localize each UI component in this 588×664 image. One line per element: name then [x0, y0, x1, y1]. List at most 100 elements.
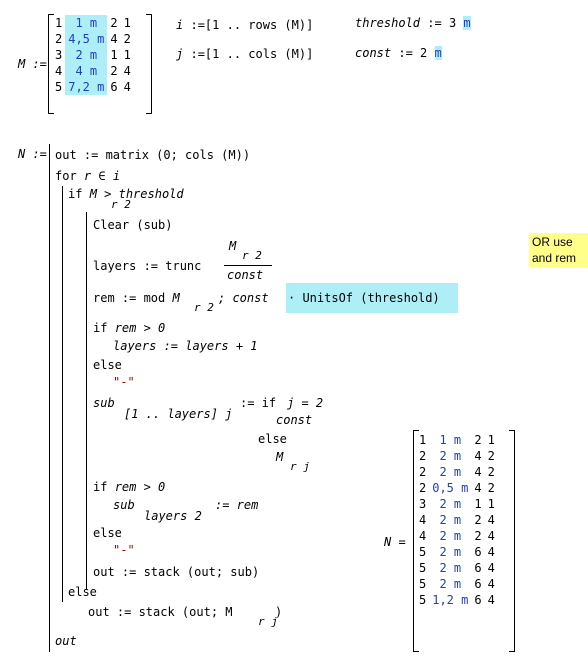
matrix-cell: 4 [487, 561, 495, 575]
else-m-subscript: r j [290, 460, 310, 473]
matrix-cell: 6 [474, 545, 482, 559]
fraction-bar [224, 265, 272, 266]
matrix-cell: 2 [487, 465, 495, 479]
rem-mod-lhs: rem := mod [93, 291, 166, 305]
line-if-rem[interactable]: if rem > 0 [93, 321, 165, 335]
for-bar [62, 186, 63, 602]
note-callout: OR use and rem [529, 233, 588, 267]
matrix-cell: 4 [419, 513, 427, 527]
matrix-cell: 2 m [439, 449, 462, 463]
matrix-cell: 4 [474, 449, 482, 463]
line-layers-increment[interactable]: layers := layers + 1 [113, 339, 258, 353]
def-j[interactable]: j :=[1 .. cols (M)] [176, 47, 313, 61]
line-else-1[interactable]: else [93, 358, 122, 372]
matrix-cell: 2 [474, 513, 482, 527]
for-keyword: for [55, 169, 77, 183]
matrix-cell: 2 m [439, 529, 462, 543]
line-dash-2[interactable]: "-" [113, 543, 135, 557]
def-j-range: [1 .. cols (M)] [204, 47, 314, 61]
line-out-return[interactable]: out [55, 634, 77, 648]
line-else-2[interactable]: else [258, 432, 287, 446]
matrix-cell: 2 [487, 449, 495, 463]
matrix-cell: 7,2 m [65, 79, 108, 95]
def-const-name: const [355, 46, 392, 60]
matrix-cell: 4 [110, 32, 118, 46]
sub-assign-sub[interactable]: sub [93, 396, 115, 410]
line-if-rem-2[interactable]: if rem > 0 [93, 480, 165, 494]
matrix-cell: 4 [474, 465, 482, 479]
matrix-cell: 5 [419, 561, 427, 575]
line-for[interactable]: for r ∈ i [55, 169, 120, 183]
sub-rem-sub[interactable]: sub [113, 498, 135, 512]
line-out-init[interactable]: out := matrix (0; cols (M)) [55, 148, 251, 162]
def-threshold-name: threshold [355, 16, 421, 30]
matrix-cell: 2 m [439, 577, 462, 591]
note-line-1: OR use [532, 235, 573, 249]
if-m-subscript: r 2 [111, 198, 131, 211]
matrix-cell: 6 [474, 561, 482, 575]
else-m: M [276, 450, 284, 464]
units-of-threshold[interactable]: · UnitsOf (threshold) [286, 283, 458, 313]
rem-mod-m: M [172, 291, 180, 305]
line-out-stack-sub[interactable]: out := stack (out; sub) [93, 565, 260, 579]
matrix-cell: 3 [419, 497, 427, 511]
def-i-assign: := [190, 18, 205, 32]
matrix-n-label: N = [384, 535, 406, 549]
matrix-cell: 2 [110, 16, 118, 30]
matrix-cell: 1 [487, 433, 495, 447]
matrix-cell: 2 m [439, 561, 462, 575]
matrix-cell: 4 [419, 529, 427, 543]
line-out-stack-m[interactable]: out := stack (out; M [88, 605, 233, 619]
matrix-cell: 1 m [65, 15, 108, 31]
matrix-cell: 5 [419, 577, 427, 591]
matrix-m-right-bracket [146, 14, 152, 114]
matrix-cell: 4 [487, 513, 495, 527]
line-clear[interactable]: Clear (sub) [93, 218, 173, 232]
if-rem-condition: rem > 0 [114, 321, 166, 335]
line-else-3[interactable]: else [93, 526, 122, 540]
matrix-cell: 4 [487, 593, 495, 607]
matrix-cell: 4 [123, 80, 131, 94]
def-i[interactable]: i :=[1 .. rows (M)] [176, 18, 313, 32]
matrix-cell: 5 [419, 593, 427, 607]
out-stack-m-subscript: r j [258, 615, 278, 628]
matrix-m-label: M := [18, 57, 47, 71]
line-layers-trunc[interactable]: layers := trunc [93, 259, 202, 273]
matrix-cell: 0,5 m [432, 481, 469, 495]
def-i-lhs: i [176, 18, 184, 32]
if-bar [86, 212, 87, 590]
def-j-lhs: j [176, 47, 184, 61]
def-const-assign: := [398, 46, 413, 60]
line-else-4[interactable]: else [68, 585, 97, 599]
trunc-numerator: M [229, 239, 237, 253]
line-rem-mod[interactable]: rem := mod M [93, 291, 180, 305]
matrix-cell: 1 [419, 433, 427, 447]
note-line-2: and rem [532, 251, 577, 265]
matrix-cell: 6 [110, 80, 118, 94]
matrix-cell: 2 m [65, 47, 108, 63]
matrix-cell: 2 m [439, 545, 462, 559]
sub-assign-const: const [276, 413, 313, 427]
matrix-cell: 1,2 m [432, 593, 469, 607]
line-if-threshold[interactable]: if M > threshold [68, 187, 184, 201]
def-threshold[interactable]: threshold := 3 m [355, 16, 471, 30]
def-const[interactable]: const := 2 m [355, 46, 442, 60]
matrix-cell: 2 m [439, 465, 462, 479]
matrix-cell: 2 [123, 32, 131, 46]
matrix-cell: 3 [55, 48, 63, 62]
sub-assign-index: [1 .. layers] j [124, 407, 233, 421]
matrix-cell: 5 [419, 545, 427, 559]
matrix-cell: 2 [487, 481, 495, 495]
line-dash-1[interactable]: "-" [113, 375, 135, 389]
